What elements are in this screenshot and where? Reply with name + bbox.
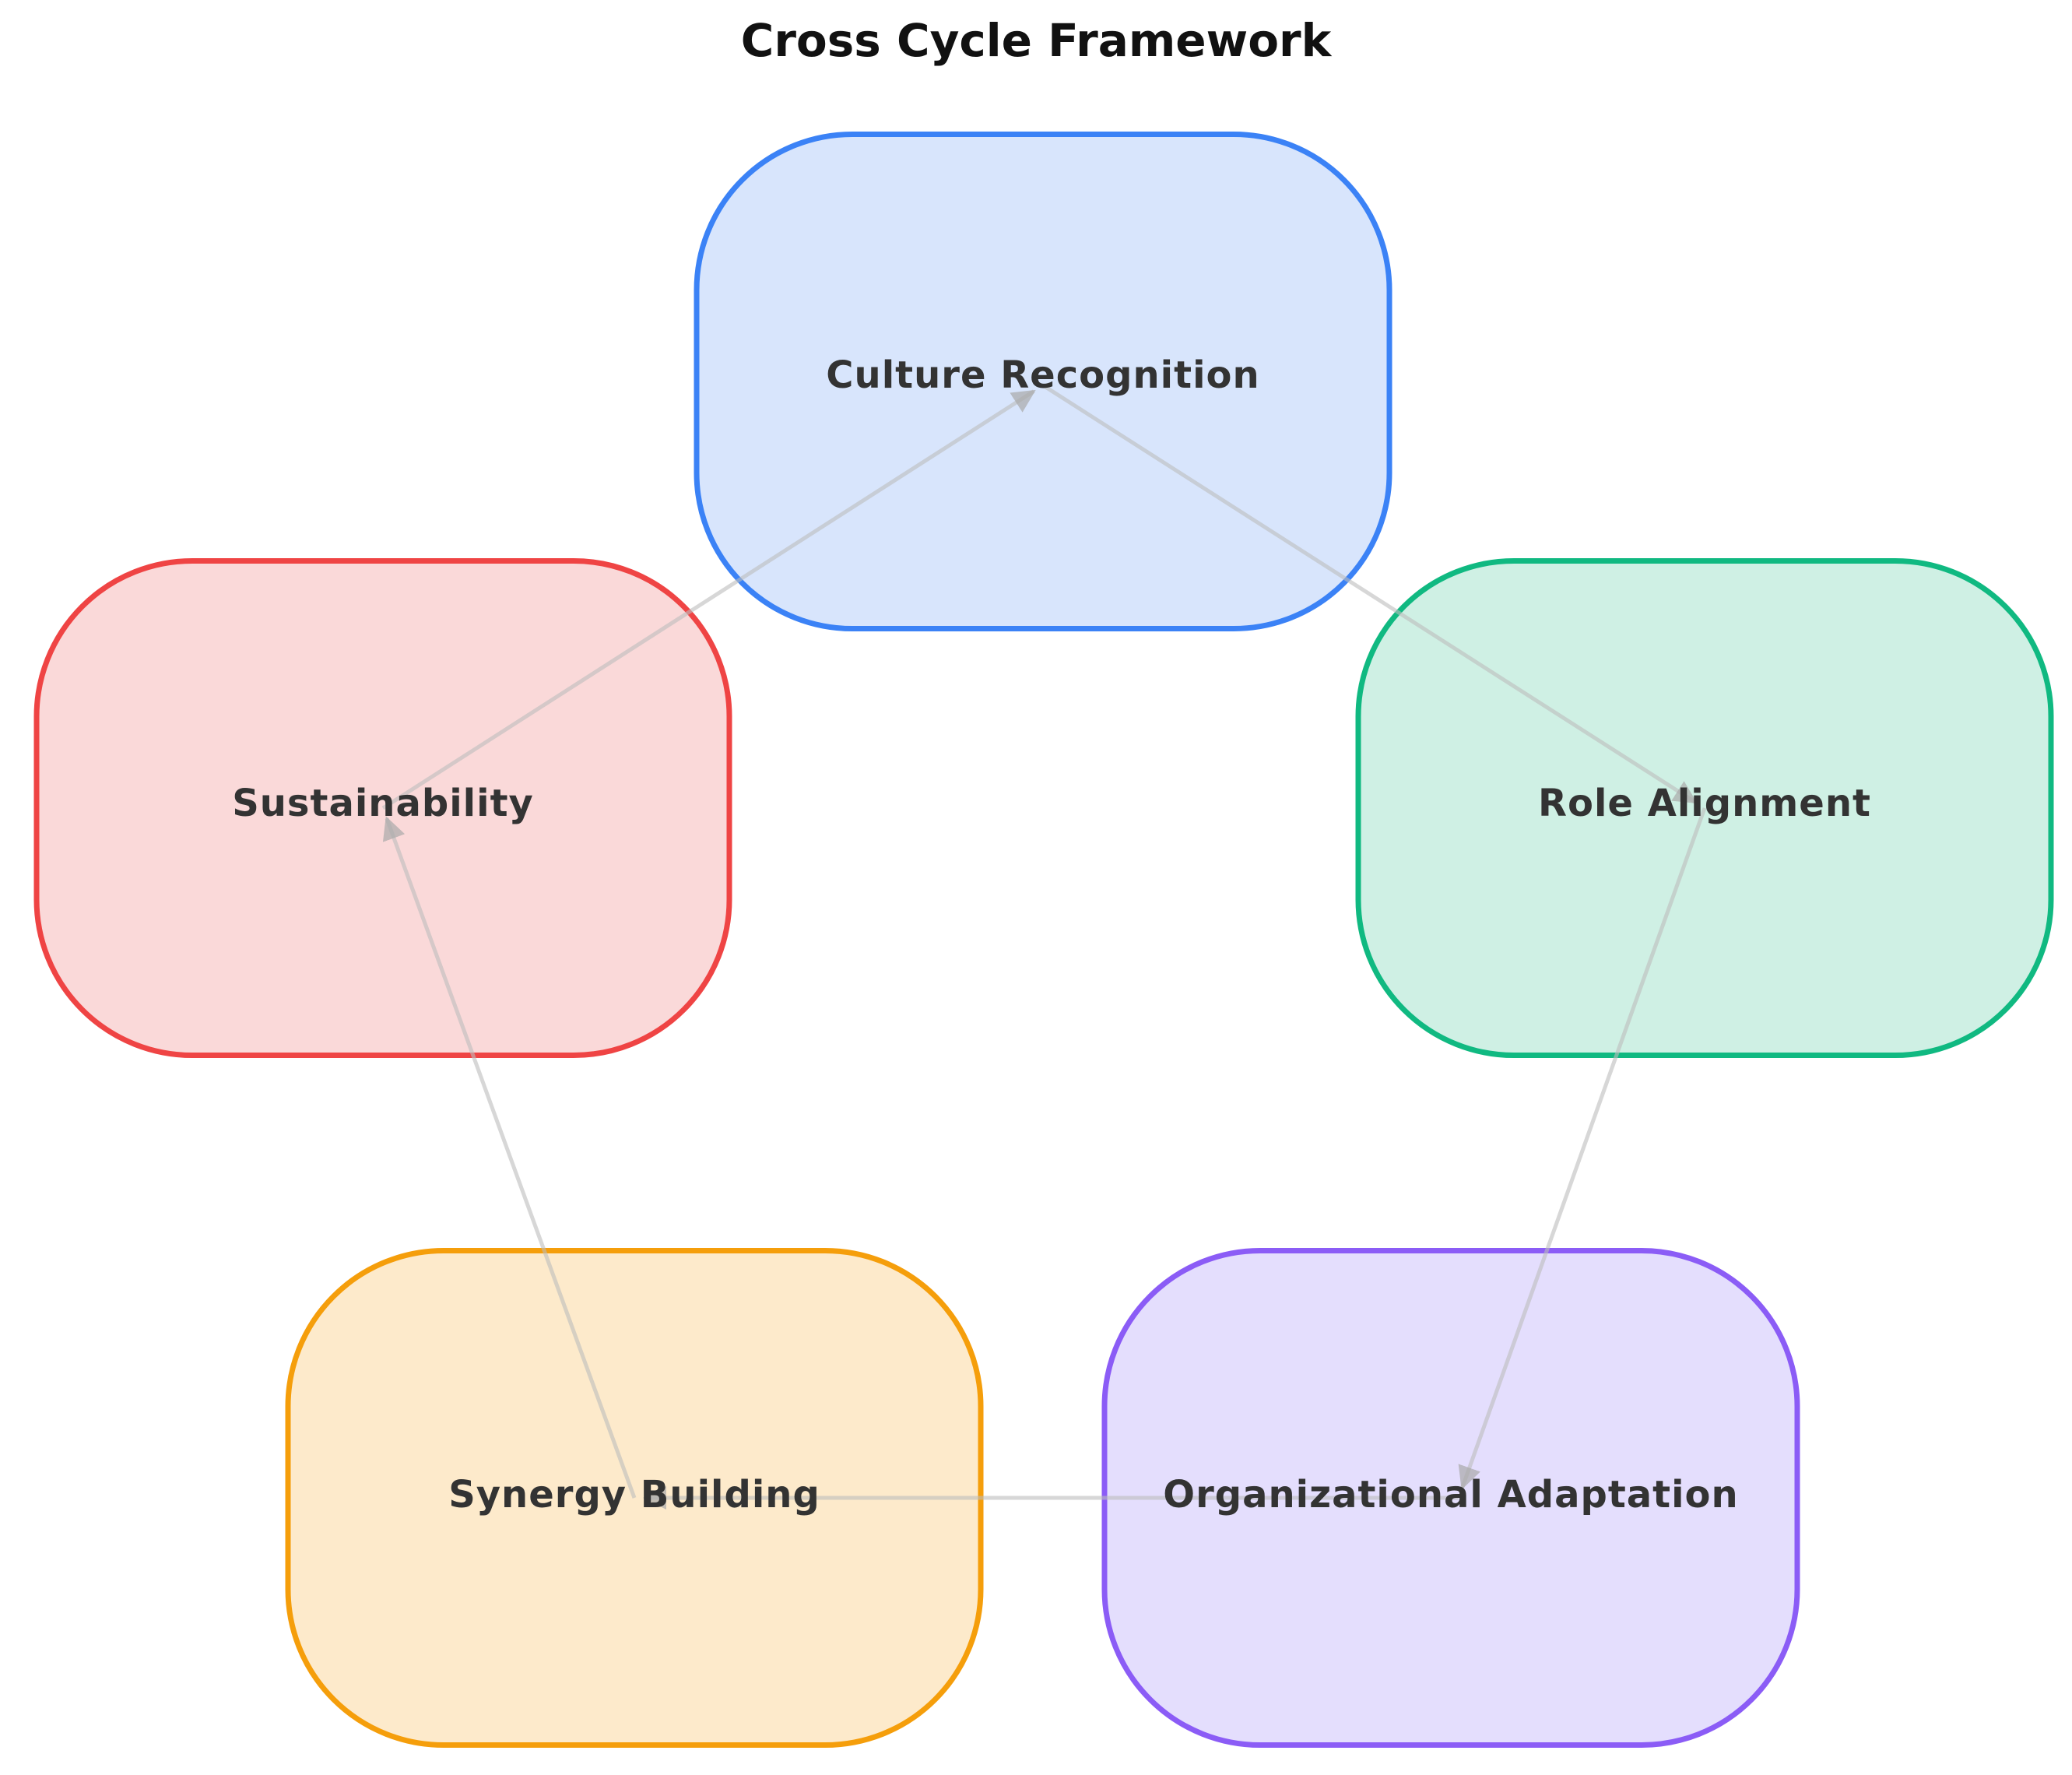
node-culture [694,132,1392,631]
edges-layer [381,383,1707,1510]
node-label-synergy: Synergy Building [448,1473,820,1517]
node-label-sustain: Sustainability [232,782,534,825]
edge-sustain-to-culture [381,389,1036,810]
node-label-role: Role Alignment [1538,782,1871,825]
diagram-title: Cross Cycle Framework [740,14,1332,67]
node-label-culture: Culture Recognition [826,353,1259,397]
edge-synergy-to-sustain [382,816,637,1499]
edge-culture-to-role [1041,383,1698,804]
edge-role-to-org [1458,807,1707,1490]
node-label-org: Organizational Adaptation [1163,1473,1738,1517]
